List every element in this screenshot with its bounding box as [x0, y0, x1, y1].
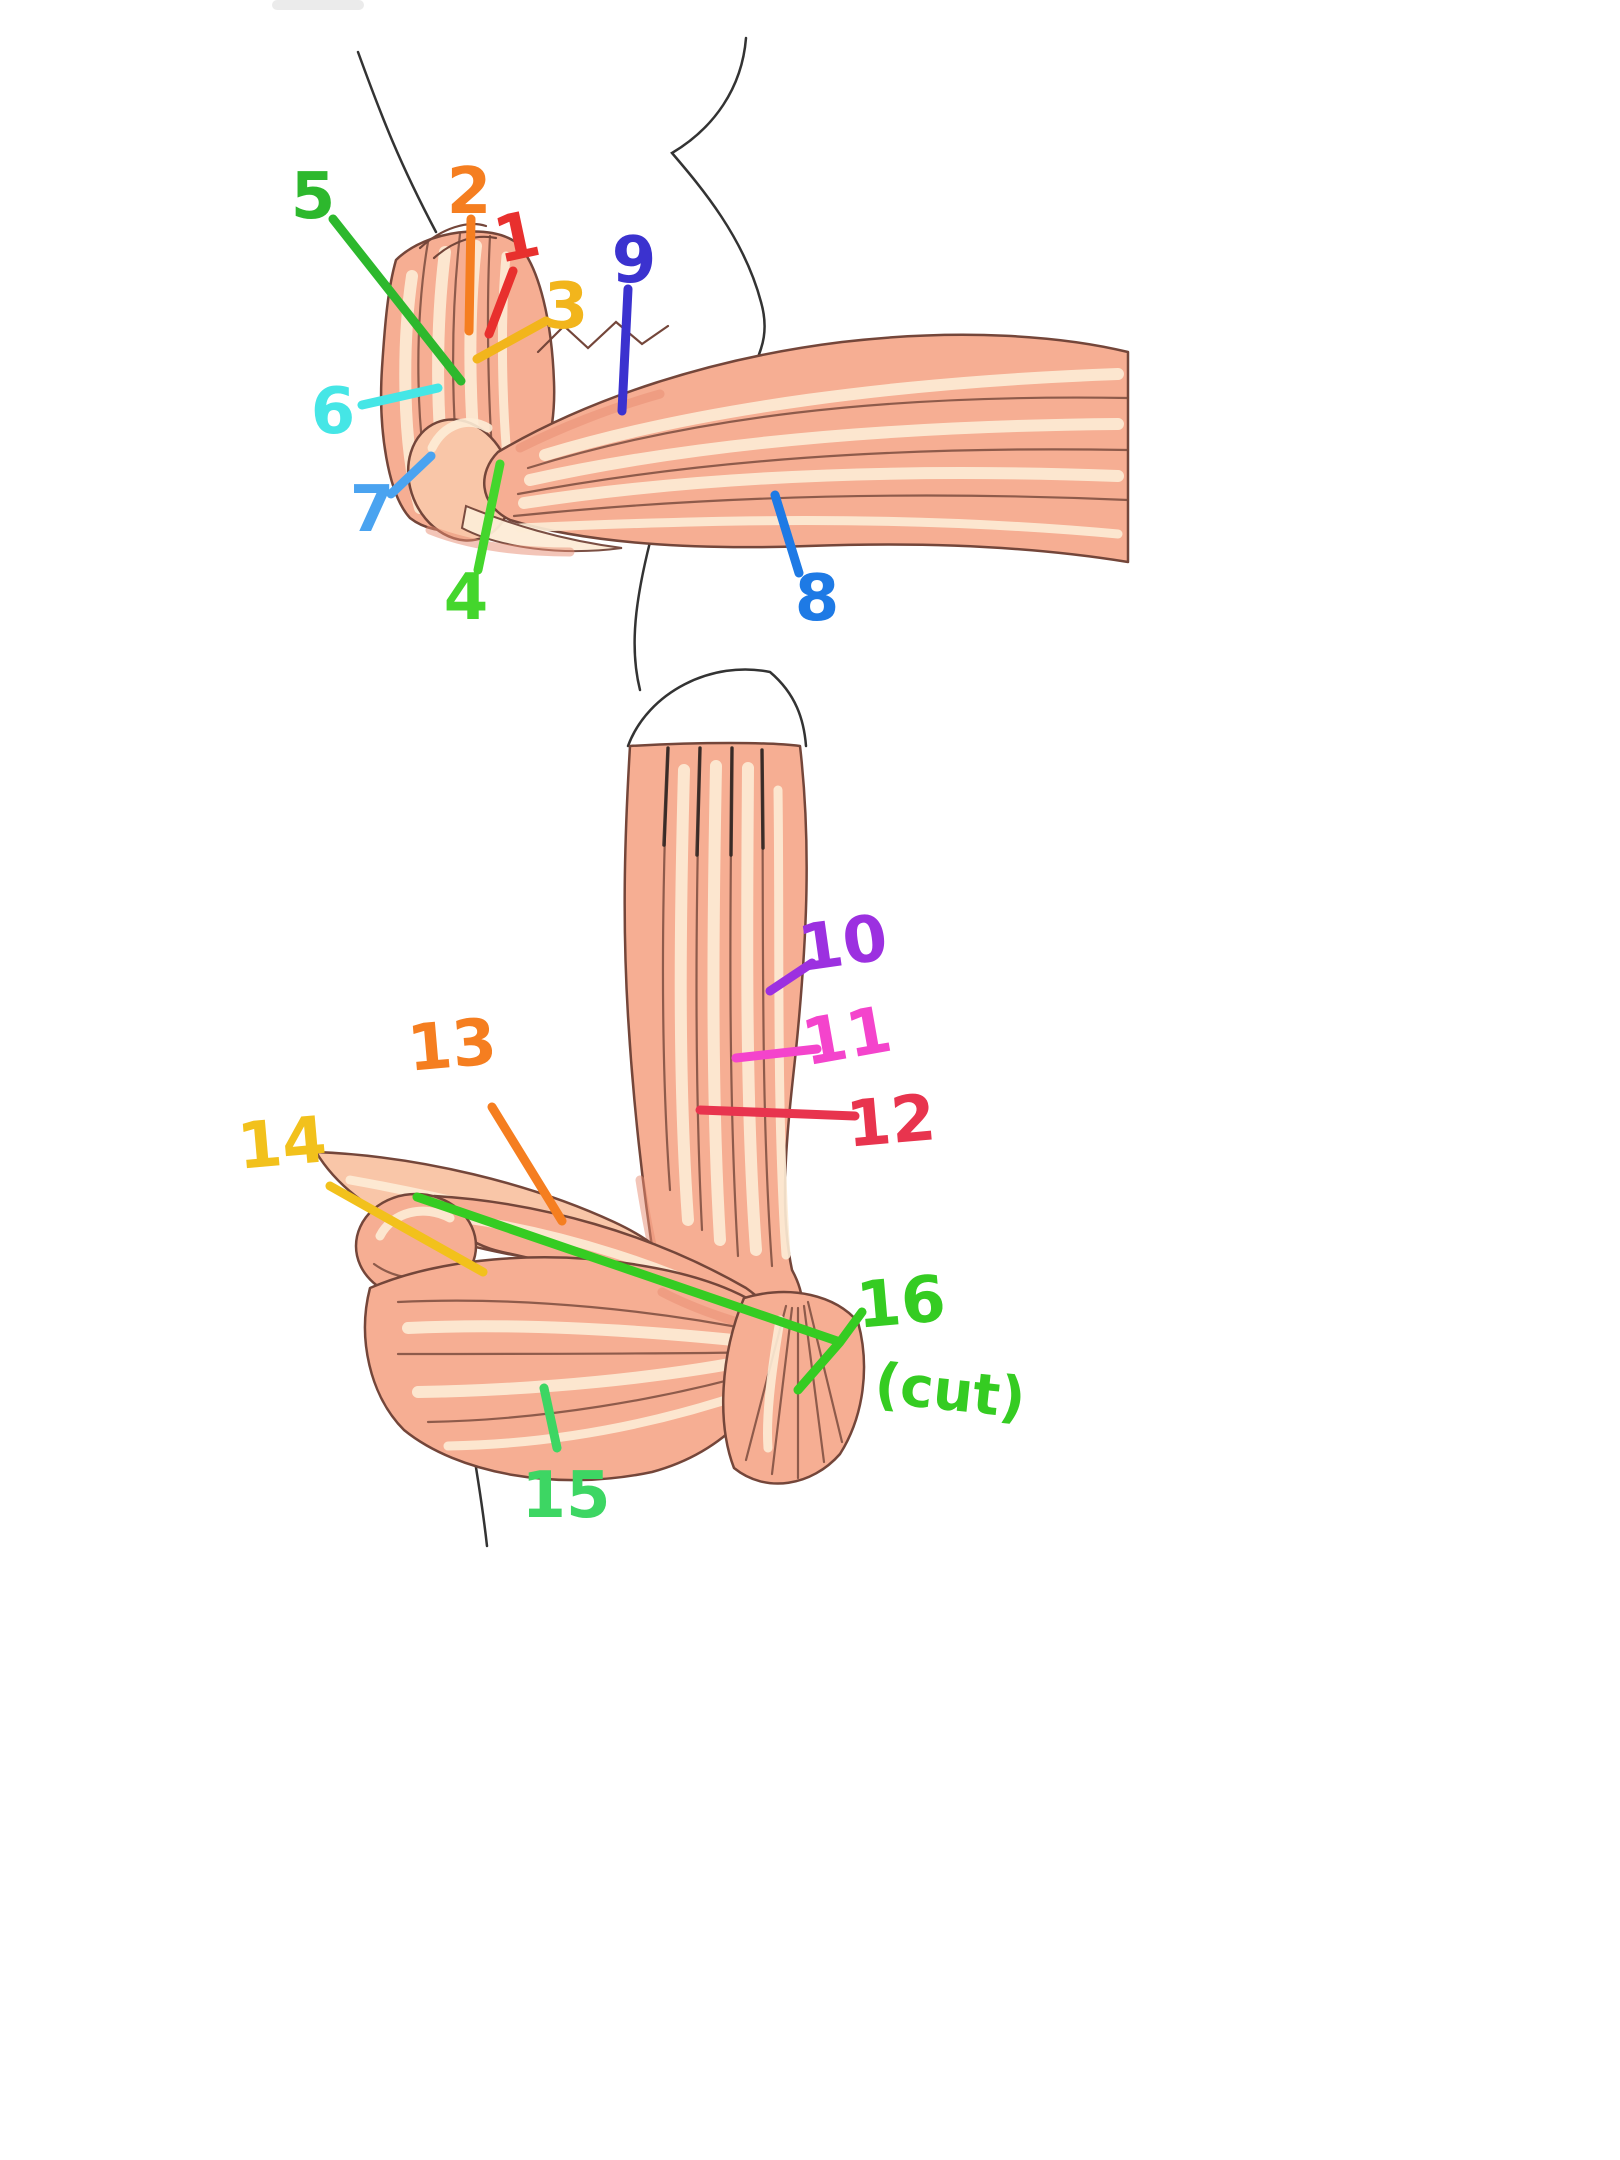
label-3: 3 [543, 270, 589, 344]
label-8: 8 [794, 562, 840, 636]
leader-line-7 [386, 451, 436, 499]
leader-line-6 [357, 383, 443, 410]
leader-line-12 [695, 1105, 860, 1121]
leader-line-10 [765, 958, 817, 996]
label-15: 15 [521, 1459, 611, 1533]
label-13: 13 [404, 1005, 500, 1087]
torso-contour-line [670, 36, 766, 364]
label-9: 9 [611, 224, 657, 298]
illustration-top-elbow-view [272, 0, 1130, 692]
forearm-muscle-group [425, 320, 1130, 564]
leader-line-4 [473, 459, 505, 575]
label-5: 5 [290, 160, 336, 234]
leader-line-1 [484, 266, 518, 339]
body-contour-line [356, 50, 438, 234]
leader-lines [325, 214, 867, 1453]
leader-line-13 [487, 1102, 567, 1226]
label-10: 10 [793, 901, 893, 987]
label-16: 16 [853, 1262, 949, 1344]
shoulder-contour-line [626, 668, 808, 748]
leader-line-3 [472, 316, 551, 364]
leader-line-5 [328, 214, 466, 386]
label-6: 6 [310, 375, 356, 449]
vertical-forearm-muscle-group [623, 741, 808, 1345]
artifact-smudge [272, 0, 364, 10]
label-7: 7 [349, 473, 395, 547]
label-12: 12 [843, 1081, 939, 1163]
label-16-cut-note: (cut) [871, 1351, 1029, 1432]
label-14: 14 [234, 1103, 330, 1185]
label-2: 2 [446, 155, 492, 229]
leader-line-16 [412, 1192, 867, 1395]
leader-line-2 [464, 214, 476, 336]
leader-line-9 [617, 284, 633, 416]
illustration-bottom-elbow-view [313, 668, 866, 1548]
leader-line-15 [539, 1383, 562, 1453]
lower-body-contour-line [633, 540, 652, 692]
cut-fan-muscle-group [721, 1290, 866, 1485]
leader-line-11 [731, 1044, 822, 1063]
label-11: 11 [796, 992, 898, 1082]
leader-line-14 [325, 1181, 488, 1277]
label-4: 4 [443, 561, 489, 635]
leader-line-8 [770, 490, 804, 578]
